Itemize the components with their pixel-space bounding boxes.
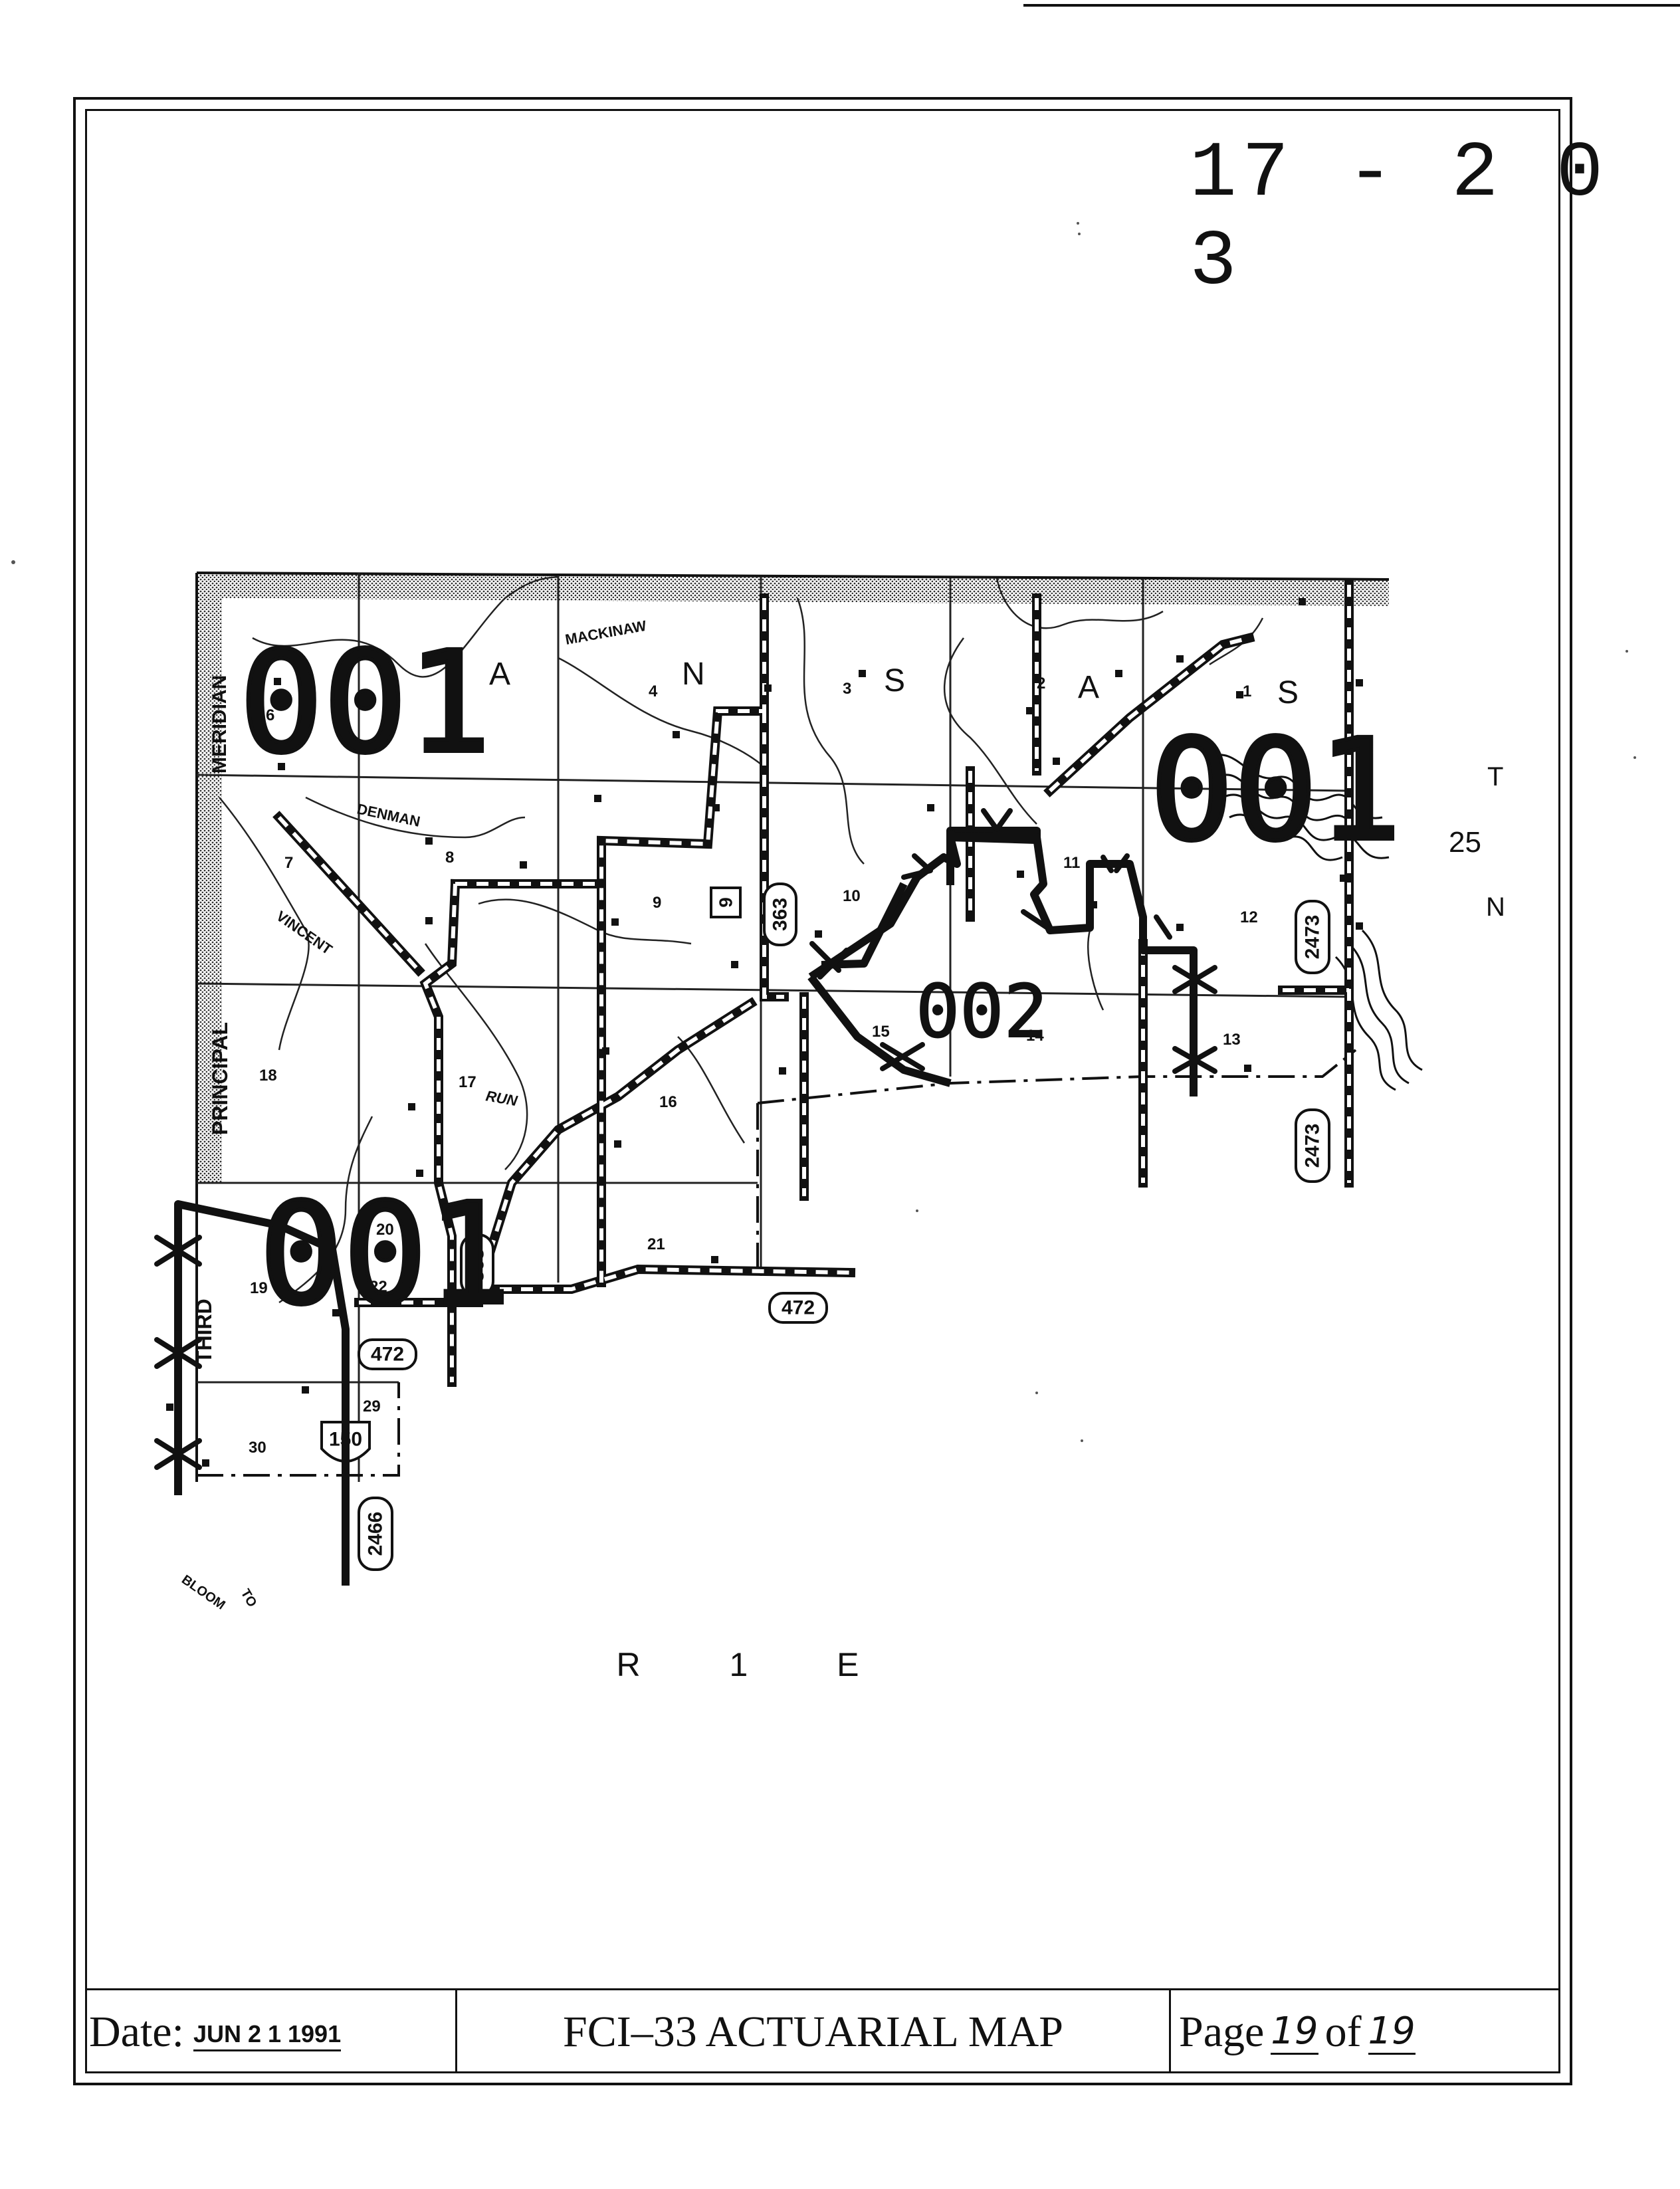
route-2473-shield: 2473 xyxy=(1295,900,1330,974)
streams xyxy=(219,575,1264,1304)
svg-text:30: 30 xyxy=(249,1439,266,1457)
svg-text:363: 363 xyxy=(467,1249,488,1282)
svg-text:THIRD: THIRD xyxy=(192,1299,216,1364)
svg-text:2473: 2473 xyxy=(1302,1124,1324,1168)
svg-text:21: 21 xyxy=(647,1235,665,1253)
svg-text:TO: TO xyxy=(238,1587,260,1610)
svg-text:9: 9 xyxy=(716,897,736,908)
svg-text:20: 20 xyxy=(376,1221,394,1239)
section-numbers: 1 2 3 4 5 6 7 8 9 10 11 12 13 14 15 16 1… xyxy=(249,675,1258,1457)
svg-text:DENMAN: DENMAN xyxy=(356,800,422,830)
svg-text:19: 19 xyxy=(250,1279,268,1297)
svg-text:PRINCIPAL: PRINCIPAL xyxy=(208,1022,232,1135)
page-current: 19 xyxy=(1271,2010,1318,2055)
svg-text:8: 8 xyxy=(445,849,454,867)
svg-text:13: 13 xyxy=(1223,1031,1241,1049)
township-outline xyxy=(195,572,1390,1482)
route-472-shield-south: 472 xyxy=(358,1338,417,1370)
svg-text:11: 11 xyxy=(1063,854,1080,872)
svg-text:T: T xyxy=(1487,762,1503,791)
svg-text:N: N xyxy=(682,657,705,692)
page-total: 19 xyxy=(1368,2010,1416,2055)
svg-text:1: 1 xyxy=(1243,682,1251,700)
date-cell: Date: JUN 2 1 1991 xyxy=(85,1990,457,2073)
svg-text:472: 472 xyxy=(782,1297,815,1319)
date-stamp: JUN 2 1 1991 xyxy=(193,2020,342,2051)
svg-text:17: 17 xyxy=(459,1073,476,1091)
of-label: of xyxy=(1324,2007,1362,2056)
svg-text:29: 29 xyxy=(363,1398,381,1415)
svg-text:A: A xyxy=(1078,670,1099,705)
county-boundary-left xyxy=(197,573,222,1183)
route-472-shield: 472 xyxy=(768,1292,828,1324)
svg-text:MERIDIAN: MERIDIAN xyxy=(209,675,231,774)
route-363-shield: 363 xyxy=(763,883,797,946)
roads xyxy=(272,580,1354,1387)
svg-text:18: 18 xyxy=(259,1067,277,1085)
township-name-letters: A N S A S xyxy=(489,657,1299,710)
svg-text:15: 15 xyxy=(872,1023,890,1041)
svg-text:S: S xyxy=(1277,675,1299,710)
svg-text:9: 9 xyxy=(653,894,661,912)
outer-border xyxy=(73,97,1572,2085)
svg-text:BLOOM: BLOOM xyxy=(179,1572,228,1613)
boundary-markers xyxy=(154,808,1217,1477)
document-number: 17 - 2 0 3 xyxy=(1190,130,1609,307)
svg-text:MACKINAW: MACKINAW xyxy=(564,617,648,648)
top-edge-line xyxy=(1023,4,1680,7)
svg-text:001: 001 xyxy=(239,621,491,784)
svg-text:2466: 2466 xyxy=(365,1512,387,1556)
map-title: FCI–33 ACTUARIAL MAP xyxy=(563,2007,1063,2056)
route-363-shield-south: 363 xyxy=(460,1233,494,1297)
county-boundary-top xyxy=(197,573,1389,606)
svg-text:VINCENT: VINCENT xyxy=(273,908,336,958)
building-markers xyxy=(166,598,1363,1467)
svg-text:5: 5 xyxy=(448,675,457,692)
svg-text:001: 001 xyxy=(1150,709,1402,872)
svg-text:3: 3 xyxy=(843,680,851,698)
title-block: Date: JUN 2 1 1991 FCI–33 ACTUARIAL MAP … xyxy=(85,1988,1560,2073)
svg-text:2473: 2473 xyxy=(1302,915,1324,960)
svg-text:16: 16 xyxy=(659,1093,677,1111)
svg-text:7: 7 xyxy=(284,854,293,872)
township-range-labels: T 25 N R 1 E xyxy=(616,762,1505,1683)
svg-text:RUN: RUN xyxy=(484,1087,519,1109)
svg-text:22: 22 xyxy=(369,1278,387,1296)
route-2466-shield: 2466 xyxy=(358,1497,393,1571)
svg-text:001: 001 xyxy=(259,1173,511,1336)
route-2473-shield-south: 2473 xyxy=(1295,1108,1330,1183)
route-9-shield: 9 xyxy=(710,886,742,918)
svg-text:4: 4 xyxy=(649,682,658,700)
area-codes: 001 001 001 002 xyxy=(237,619,1404,1338)
inner-border xyxy=(85,109,1560,2073)
svg-text:N: N xyxy=(1486,892,1505,922)
svg-text:2: 2 xyxy=(1037,675,1045,692)
svg-text:R 1 E: R 1 E xyxy=(616,1646,898,1683)
svg-text:25: 25 xyxy=(1449,826,1481,859)
page-cell: Page 19 of 19 xyxy=(1171,1990,1560,2073)
svg-text:10: 10 xyxy=(843,887,861,905)
svg-text:363: 363 xyxy=(770,898,791,931)
scan-specks xyxy=(11,222,1636,1442)
svg-text:12: 12 xyxy=(1240,908,1258,926)
svg-text:A: A xyxy=(489,657,510,692)
page-label: Page xyxy=(1179,2007,1265,2056)
map-title-cell: FCI–33 ACTUARIAL MAP xyxy=(457,1990,1171,2073)
date-label: Date: xyxy=(89,2007,184,2056)
svg-text:002: 002 xyxy=(916,969,1048,1054)
svg-text:14: 14 xyxy=(1026,1027,1044,1045)
svg-text:472: 472 xyxy=(371,1344,404,1366)
svg-text:S: S xyxy=(884,663,905,698)
svg-text:6: 6 xyxy=(266,706,274,724)
route-shields: 9 363 472 2473 2466 150 363 472 xyxy=(320,883,1330,1571)
